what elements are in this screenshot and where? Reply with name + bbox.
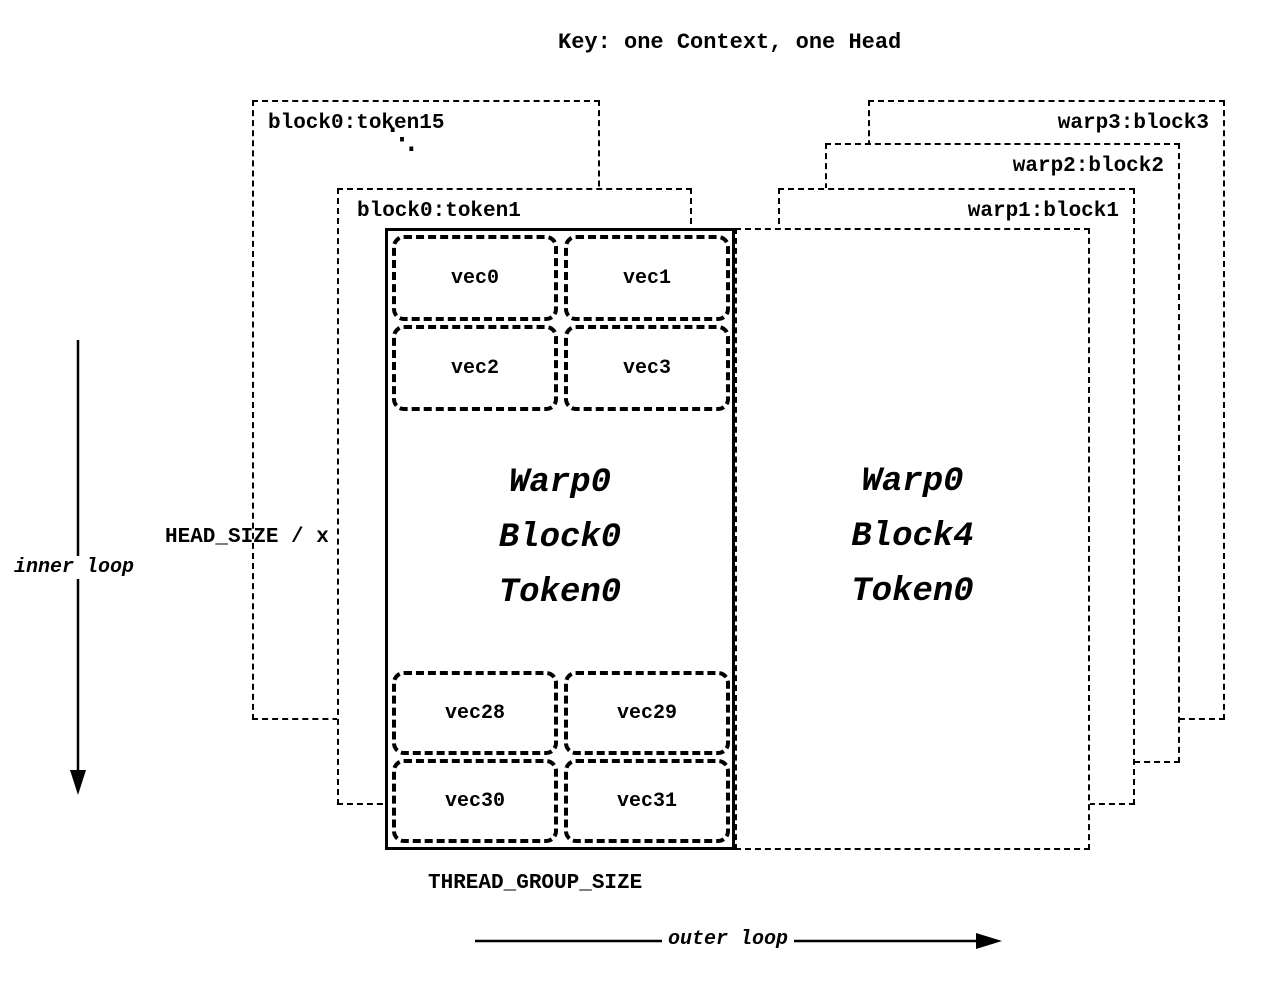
vec1-label: vec1 xyxy=(622,266,671,290)
vec30-label: vec30 xyxy=(444,789,505,813)
outer-loop-arrowhead xyxy=(976,933,1002,949)
warp0-block0-label: Warp0 Block0 Token0 xyxy=(388,456,732,621)
vec2-label: vec2 xyxy=(450,356,499,380)
vec28-label: vec28 xyxy=(444,701,505,725)
outer-loop-label: outer loop xyxy=(662,928,795,951)
warp0-block4-line3: Token0 xyxy=(851,573,974,611)
warp0-block0-line2: Block0 xyxy=(498,519,622,557)
vec3-cell: vec3 xyxy=(564,325,730,411)
box-warp2-block2-label: warp2:block2 xyxy=(1012,155,1164,178)
thread-group-size-label: THREAD_GROUP_SIZE xyxy=(428,872,643,895)
head-size-label: HEAD_SIZE / x xyxy=(165,526,329,549)
warp0-block4-label: Warp0 Block4 Token0 xyxy=(737,455,1088,620)
diagonal-ellipsis: ⋱ xyxy=(388,126,416,157)
box-warp0-block0: vec0 vec1 vec2 vec3 Warp0 Block0 Token0 … xyxy=(385,228,735,850)
vec1-cell: vec1 xyxy=(564,235,730,321)
vec0-label: vec0 xyxy=(450,266,499,290)
vec3-label: vec3 xyxy=(622,356,671,380)
warp0-block4-line1: Warp0 xyxy=(861,463,964,501)
warp0-block0-line3: Token0 xyxy=(498,574,622,612)
vec0-cell: vec0 xyxy=(392,235,558,321)
vec29-label: vec29 xyxy=(616,701,677,725)
box-warp0-block4: Warp0 Block4 Token0 xyxy=(735,228,1090,850)
inner-loop-arrowhead xyxy=(70,770,86,795)
warp0-block4-line2: Block4 xyxy=(851,518,974,556)
diagram-title: Key: one Context, one Head xyxy=(558,30,902,55)
box-block0-token1-label: block0:token1 xyxy=(357,200,521,223)
box-warp3-block3-label: warp3:block3 xyxy=(1057,112,1209,135)
box-block0-token15-label: block0:token15 xyxy=(268,112,445,135)
vec29-cell: vec29 xyxy=(564,671,730,755)
box-warp1-block1-label: warp1:block1 xyxy=(967,200,1119,223)
vec28-cell: vec28 xyxy=(392,671,558,755)
warp0-block0-line1: Warp0 xyxy=(508,464,612,502)
vec30-cell: vec30 xyxy=(392,759,558,843)
vec31-cell: vec31 xyxy=(564,759,730,843)
inner-loop-label: inner loop xyxy=(8,556,141,579)
vec2-cell: vec2 xyxy=(392,325,558,411)
vec31-label: vec31 xyxy=(616,789,677,813)
